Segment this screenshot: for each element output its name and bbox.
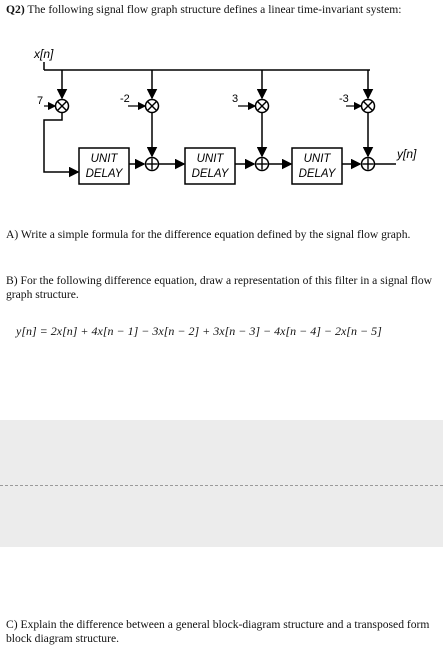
part-c-text: C) Explain the difference between a gene… <box>6 618 430 645</box>
dashed-divider <box>0 485 443 486</box>
output-label: y[n] <box>396 147 417 161</box>
multiplier-node-3 <box>254 98 270 114</box>
delay-2-line2: DELAY <box>192 168 230 180</box>
gain-label-2: -2 <box>120 93 130 105</box>
difference-equation: y[n] = 2x[n] + 4x[n − 1] − 3x[n − 2] + 3… <box>16 324 382 338</box>
input-label: x[n] <box>33 47 54 61</box>
delay-3-line2: DELAY <box>299 168 337 180</box>
unit-delay-2: UNIT DELAY <box>184 147 236 185</box>
unit-delay-1: UNIT DELAY <box>78 147 130 185</box>
unit-delay-3: UNIT DELAY <box>291 147 343 185</box>
gain-label-4: -3 <box>339 93 349 105</box>
delay-3-line1: UNIT <box>304 153 332 165</box>
multiplier-node-1 <box>54 98 70 114</box>
gain-label-1: 7 <box>37 95 43 107</box>
part-a-text: A) Write a simple formula for the differ… <box>6 228 411 241</box>
delay-1-line2: DELAY <box>86 168 124 180</box>
multiplier-node-2 <box>144 98 160 114</box>
delay-2-line1: UNIT <box>197 153 225 165</box>
adder-node-1 <box>144 156 160 172</box>
adder-node-2 <box>254 156 270 172</box>
wire-mult1-to-delay1 <box>43 113 80 178</box>
question-number: Q2) <box>6 3 25 16</box>
part-b-text: B) For the following difference equation… <box>6 274 433 301</box>
question-text: Q2) The following signal flow graph stru… <box>6 3 438 17</box>
answer-area-separator <box>0 420 443 547</box>
adder-node-3 <box>360 156 376 172</box>
signal-flow-graph: x[n] 7 -2 3 -3 UNIT DE <box>33 47 417 185</box>
multiplier-node-4 <box>360 98 376 114</box>
question-body: The following signal flow graph structur… <box>27 3 402 16</box>
delay-1-line1: UNIT <box>91 153 119 165</box>
gain-label-3: 3 <box>232 93 238 105</box>
